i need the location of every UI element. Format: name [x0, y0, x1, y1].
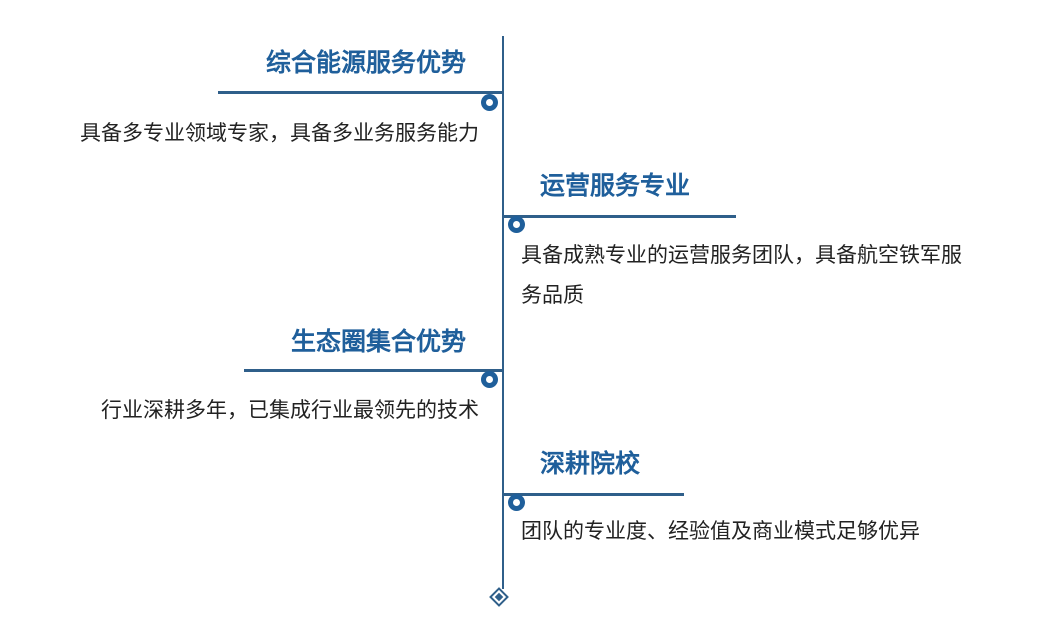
item-rule-4: [504, 493, 684, 496]
timeline-end-diamond-icon: [489, 587, 509, 607]
item-title-1: 综合能源服务优势: [265, 48, 466, 77]
item-marker-2: [508, 216, 525, 233]
item-title-2: 运营服务专业: [540, 171, 691, 200]
item-description-2: 具备成熟专业的运营服务团队，具备航空铁军服务品质: [521, 243, 962, 307]
item-marker-3: [481, 371, 498, 388]
item-marker-1: [481, 94, 498, 111]
item-rule-1: [218, 91, 502, 94]
item-title-3: 生态圈集合优势: [290, 327, 466, 356]
item-description-3: 行业深耕多年，已集成行业最领先的技术: [101, 398, 479, 422]
item-rule-3: [244, 369, 502, 372]
item-rule-2: [504, 215, 736, 218]
item-marker-4: [508, 494, 525, 511]
item-description-1: 具备多专业领域专家，具备多业务服务能力: [80, 121, 479, 145]
item-title-4: 深耕院校: [540, 449, 641, 478]
item-description-4: 团队的专业度、经验值及商业模式足够优异: [521, 519, 920, 543]
timeline-axis: [502, 36, 504, 589]
